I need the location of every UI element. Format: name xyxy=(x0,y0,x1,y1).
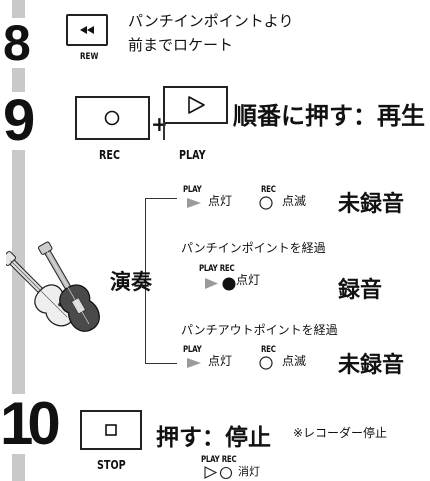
step10-indicator-status: 消灯 xyxy=(238,465,260,478)
rec-button[interactable] xyxy=(75,96,150,140)
step9-instruction: 順番に押す：再生 xyxy=(233,102,425,130)
guitars-illustration xyxy=(6,241,100,332)
row1-play-tag: PLAY xyxy=(183,185,202,195)
row3-rec-tag: REC xyxy=(261,345,276,355)
stop-button[interactable] xyxy=(80,410,142,450)
step10-note: ※レコーダー停止 xyxy=(293,426,388,440)
bracket-bottom xyxy=(145,363,177,364)
step8-text-line2: 前までロケート xyxy=(128,36,234,54)
rewind-icon xyxy=(80,26,94,34)
row2-header: パンチインポイントを経過 xyxy=(181,241,326,255)
row2-play-rec-icon xyxy=(205,277,236,291)
step-number-9: 9 xyxy=(3,88,36,153)
step10-indicator-tag: PLAY REC xyxy=(201,455,237,465)
row1-play-triangle-icon xyxy=(187,198,201,208)
step-number-8: 8 xyxy=(3,15,31,71)
bracket-top xyxy=(145,198,177,199)
row3-header: パンチアウトポイントを経過 xyxy=(181,323,338,337)
rec-label: REC xyxy=(99,148,120,162)
bracket-vertical xyxy=(145,198,146,363)
row1-result: 未録音 xyxy=(338,192,405,217)
row2-status: 点灯 xyxy=(236,273,261,287)
row3-rec-circle-icon xyxy=(259,356,273,370)
step10-instruction: 押す：停止 xyxy=(156,425,271,451)
play-triangle-icon xyxy=(188,96,205,114)
step8-text-line1: パンチインポイントより xyxy=(128,12,294,30)
row1-rec-status: 点滅 xyxy=(282,194,307,208)
play-button-stem xyxy=(163,122,165,140)
row1-rec-circle-icon xyxy=(259,196,273,210)
stop-label: STOP xyxy=(97,458,126,472)
row3-play-status: 点灯 xyxy=(208,354,233,368)
row1-play-status: 点灯 xyxy=(208,194,233,208)
row2-result: 録音 xyxy=(338,278,383,303)
play-label: PLAY xyxy=(179,148,206,162)
row3-play-triangle-icon xyxy=(187,358,201,368)
play-button[interactable] xyxy=(163,86,228,124)
step10-play-rec-icon xyxy=(204,466,233,480)
rew-button[interactable] xyxy=(66,14,108,46)
row3-result: 未録音 xyxy=(338,353,405,378)
row3-play-tag: PLAY xyxy=(183,345,202,355)
row3-rec-status: 点滅 xyxy=(282,354,307,368)
stop-square-icon xyxy=(105,424,117,436)
row2-indicator-tag: PLAY REC xyxy=(199,264,235,274)
rew-label: REW xyxy=(80,52,99,62)
performance-label: 演奏 xyxy=(110,270,152,294)
step-number-10: 10 xyxy=(0,394,61,454)
row1-rec-tag: REC xyxy=(261,185,276,195)
rec-circle-icon xyxy=(104,110,120,126)
